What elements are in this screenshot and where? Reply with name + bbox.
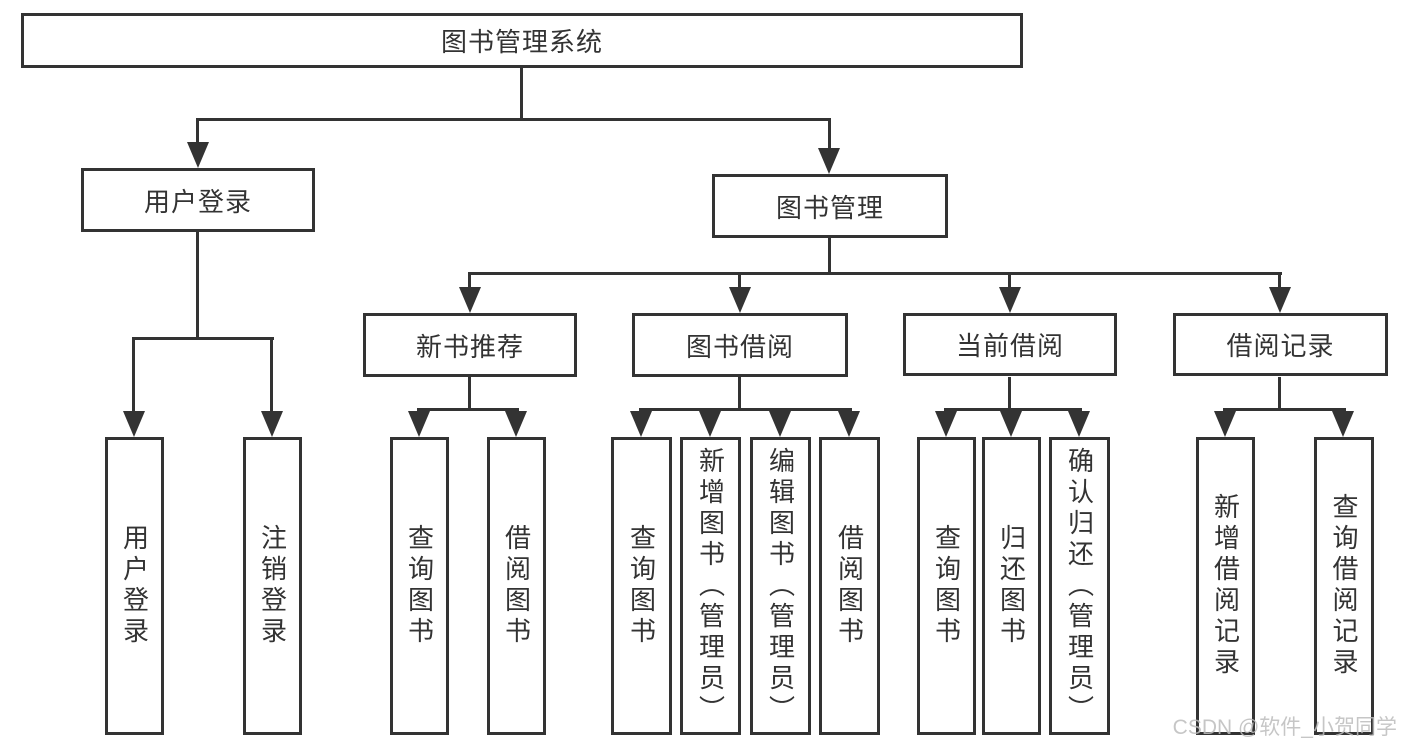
node-label: 图书管理 <box>775 192 884 223</box>
connector-line <box>1008 272 1011 289</box>
leaf-borrow-books-recommend: 借阅图书 <box>487 437 546 735</box>
leaf-label: 查询图书 <box>404 524 435 648</box>
node-borrow-records: 借阅记录 <box>1173 313 1388 376</box>
connector-line <box>738 377 741 411</box>
leaf-label: 确认归还（管理员） <box>1064 446 1095 726</box>
leaf-label: 新增图书（管理员） <box>695 446 726 726</box>
connector-line <box>468 272 1282 275</box>
leaf-label: 用户登录 <box>119 524 150 648</box>
arrow-down-icon <box>505 411 527 437</box>
connector-line <box>1223 408 1346 411</box>
leaf-label: 查询图书 <box>931 524 962 648</box>
arrow-down-icon <box>818 148 840 174</box>
leaf-add-borrow-record: 新增借阅记录 <box>1196 437 1255 735</box>
node-user-login: 用户登录 <box>81 168 315 232</box>
connector-line <box>1008 377 1011 411</box>
leaf-label: 归还图书 <box>996 524 1027 648</box>
arrow-down-icon <box>261 411 283 437</box>
arrow-down-icon <box>630 411 652 437</box>
connector-line <box>828 238 831 275</box>
leaf-label: 查询借阅记录 <box>1329 493 1359 679</box>
arrow-down-icon <box>187 142 209 168</box>
node-label: 图书管理系统 <box>440 27 603 57</box>
leaf-confirm-return-admin: 确认归还（管理员） <box>1049 437 1110 735</box>
leaf-label: 借阅图书 <box>501 524 532 648</box>
node-book-borrow: 图书借阅 <box>632 313 848 377</box>
leaf-edit-book-admin: 编辑图书（管理员） <box>750 437 811 735</box>
arrow-down-icon <box>459 287 481 313</box>
arrow-down-icon <box>408 411 430 437</box>
connector-line <box>468 377 471 411</box>
arrow-down-icon <box>1332 411 1354 437</box>
leaf-label: 查询图书 <box>626 524 657 648</box>
connector-line <box>738 272 741 289</box>
connector-line <box>639 408 852 411</box>
leaf-query-borrow-record: 查询借阅记录 <box>1314 437 1374 735</box>
leaf-label: 注销登录 <box>257 524 288 648</box>
connector-line <box>132 337 135 415</box>
connector-line <box>270 337 273 415</box>
leaf-label: 编辑图书（管理员） <box>765 446 796 726</box>
node-book-management: 图书管理 <box>712 174 948 238</box>
node-label: 借阅记录 <box>1226 331 1335 361</box>
connector-line <box>944 408 1082 411</box>
arrow-down-icon <box>699 411 721 437</box>
connector-line <box>1278 377 1281 411</box>
arrow-down-icon <box>838 411 860 437</box>
leaf-label: 借阅图书 <box>834 524 865 648</box>
leaf-label: 新增借阅记录 <box>1210 493 1241 679</box>
connector-line <box>520 68 523 121</box>
arrow-down-icon <box>1068 411 1090 437</box>
arrow-down-icon <box>123 411 145 437</box>
leaf-logout: 注销登录 <box>243 437 302 735</box>
node-label: 图书借阅 <box>685 331 794 362</box>
connector-line <box>417 408 519 411</box>
node-root-system: 图书管理系统 <box>21 13 1023 68</box>
connector-line <box>468 272 471 289</box>
leaf-user-login: 用户登录 <box>105 437 164 735</box>
connector-line <box>196 118 199 148</box>
node-label: 当前借阅 <box>955 331 1064 361</box>
arrow-down-icon <box>1269 287 1291 313</box>
node-new-book-recommend: 新书推荐 <box>363 313 577 377</box>
connector-line <box>1278 272 1281 289</box>
leaf-add-book-admin: 新增图书（管理员） <box>680 437 741 735</box>
connector-line <box>828 118 831 154</box>
arrow-down-icon <box>1214 411 1236 437</box>
connector-line <box>196 232 199 340</box>
leaf-borrow-books: 借阅图书 <box>819 437 880 735</box>
connector-line <box>132 337 274 340</box>
node-label: 用户登录 <box>143 186 252 217</box>
leaf-query-books-recommend: 查询图书 <box>390 437 449 735</box>
arrow-down-icon <box>1000 411 1022 437</box>
leaf-query-books-borrow: 查询图书 <box>611 437 672 735</box>
node-current-borrow: 当前借阅 <box>903 313 1117 376</box>
connector-line <box>197 118 831 121</box>
node-label: 新书推荐 <box>415 331 524 362</box>
arrow-down-icon <box>729 287 751 313</box>
leaf-query-books-current: 查询图书 <box>917 437 976 735</box>
arrow-down-icon <box>935 411 957 437</box>
leaf-return-books: 归还图书 <box>982 437 1041 735</box>
arrow-down-icon <box>769 411 791 437</box>
arrow-down-icon <box>999 287 1021 313</box>
